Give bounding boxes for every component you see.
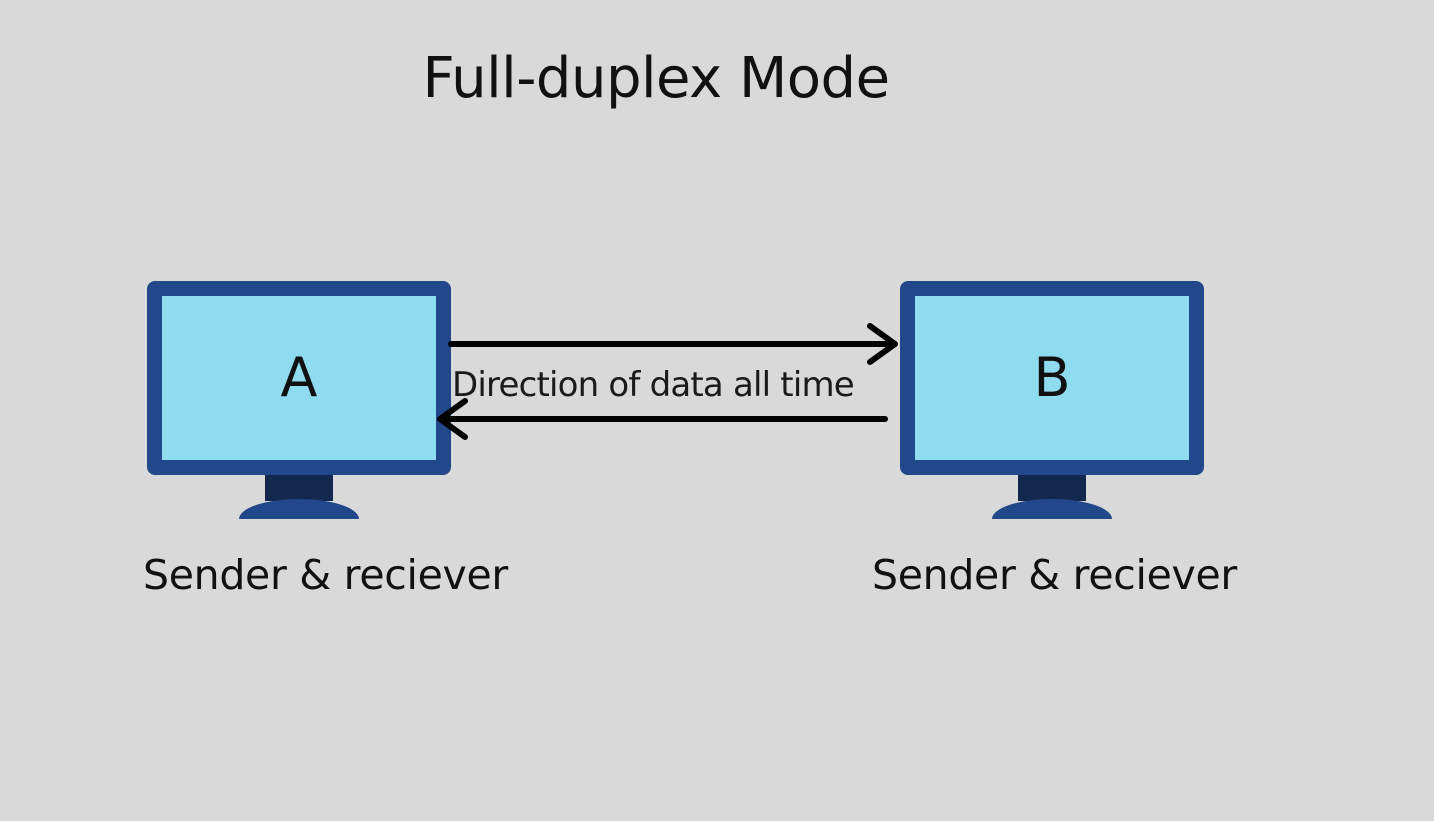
arrow-left-icon xyxy=(437,398,888,440)
node-b-label: B xyxy=(1033,346,1071,409)
monitor-b-base xyxy=(992,499,1112,519)
node-a-caption: Sender & reciever xyxy=(143,551,508,599)
monitor-a-base xyxy=(239,499,359,519)
monitor-b-neck xyxy=(1018,475,1086,501)
node-b-caption: Sender & reciever xyxy=(872,551,1237,599)
monitor-a-icon: A xyxy=(147,281,451,519)
monitor-b-icon: B xyxy=(900,281,1204,519)
monitor-a-screen: A xyxy=(147,281,451,475)
link-label: Direction of data all time xyxy=(452,365,855,405)
monitor-b-screen: B xyxy=(900,281,1204,475)
monitor-a-neck xyxy=(265,475,333,501)
diagram-title: Full-duplex Mode xyxy=(422,46,890,111)
node-a-label: A xyxy=(280,346,318,409)
arrow-right-icon xyxy=(448,323,898,365)
